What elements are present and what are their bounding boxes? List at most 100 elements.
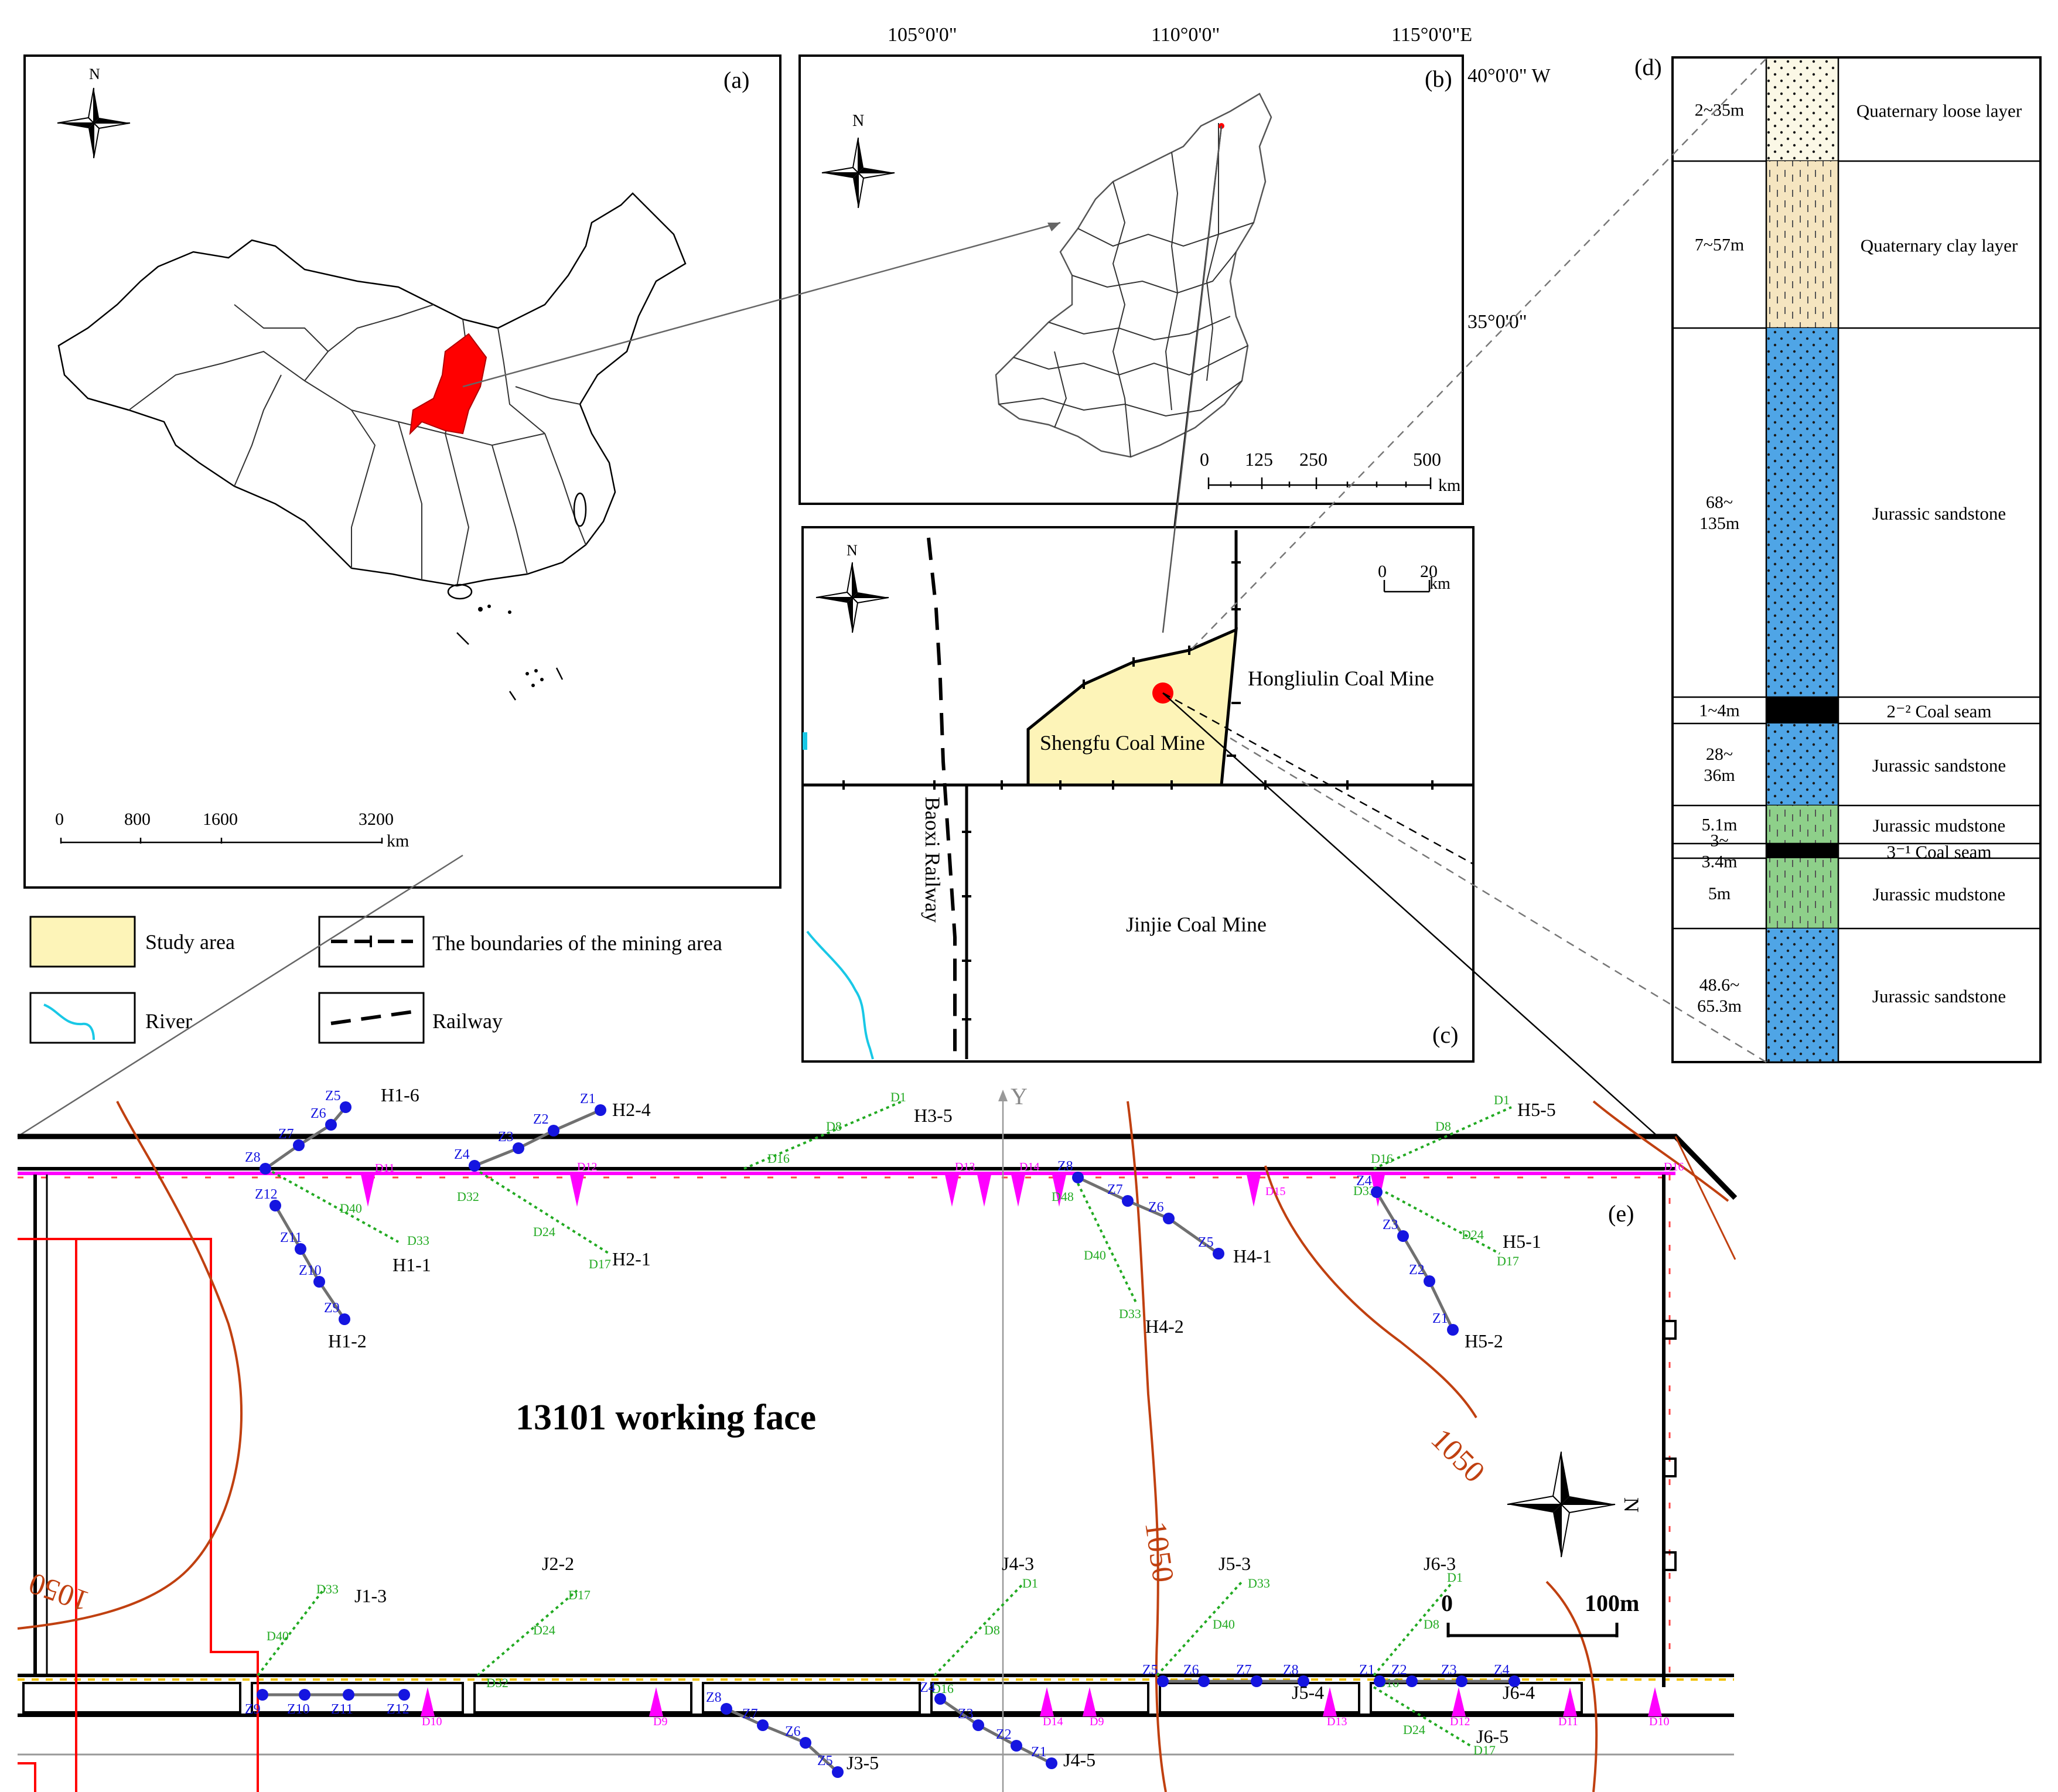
scale-bar-c: 0 20 km: [1378, 562, 1451, 593]
borehole-label: J4-5: [1063, 1749, 1095, 1770]
stratum-fill: [1766, 697, 1838, 723]
magenta-label: D9: [1090, 1715, 1104, 1728]
panel-b-label: (b): [1425, 66, 1452, 92]
stratum-thickness: 48.6~65.3m: [1697, 975, 1742, 1016]
green-label: D48: [1052, 1189, 1074, 1204]
stratum-thickness: 7~57m: [1695, 235, 1745, 255]
magenta-marker: [1247, 1175, 1261, 1207]
lat-label: 40°0'0" W: [1467, 65, 1551, 87]
connector-line: [1162, 125, 1223, 633]
stratum-thickness: 1~4m: [1699, 701, 1740, 721]
panel-c-label: (c): [1432, 1022, 1458, 1048]
borehole-dot: [1046, 1757, 1057, 1769]
scale-tick: 0: [55, 810, 64, 829]
borehole-dot-label: Z8: [1057, 1159, 1073, 1174]
green-fan-line: [1156, 1581, 1243, 1677]
borehole-label: J4-3: [1002, 1553, 1034, 1574]
borehole-label: H2-4: [612, 1099, 651, 1120]
magenta-marker: [361, 1175, 375, 1207]
magenta-marker: [1648, 1687, 1662, 1716]
borehole-dot: [293, 1139, 305, 1151]
borehole-dot: [469, 1160, 480, 1172]
compass-rose-icon: N: [815, 542, 889, 633]
magenta-label: D15: [1265, 1185, 1285, 1198]
green-label: D32: [486, 1675, 508, 1690]
magenta-label: D10: [422, 1715, 442, 1728]
borehole-dot-label: Z9: [245, 1702, 261, 1717]
borehole-dot-label: Z5: [817, 1753, 833, 1769]
borehole-label: H4-1: [1233, 1245, 1272, 1267]
scale-tick: 3200: [359, 810, 394, 829]
green-label: D8: [984, 1623, 1000, 1637]
borehole-dot: [339, 1313, 350, 1325]
scale-tick: 100m: [1585, 1590, 1639, 1616]
magenta-label: D14: [1019, 1160, 1039, 1173]
borehole-dot-label: Z1: [1031, 1745, 1047, 1760]
hongliulin-label: Hongliulin Coal Mine: [1248, 667, 1434, 690]
connector-line: [462, 221, 1061, 388]
borehole-dot: [1371, 1186, 1383, 1198]
borehole-label: J6-3: [1424, 1553, 1456, 1574]
green-fan-line: [257, 1586, 326, 1677]
arrowhead: [1047, 223, 1060, 231]
borehole-dot-label: Z3: [498, 1129, 514, 1145]
green-label: D17: [568, 1588, 591, 1602]
borehole-dot: [1011, 1740, 1022, 1752]
lon-label: 110°0'0": [1151, 24, 1220, 46]
north-label: N: [1620, 1497, 1643, 1513]
borehole-dot-label: Z11: [280, 1230, 302, 1245]
green-label: D8: [1435, 1119, 1451, 1134]
stratum-thickness: 2~35m: [1695, 101, 1745, 120]
borehole-line: [264, 1106, 347, 1170]
borehole-dot-label: Z4: [1356, 1173, 1372, 1189]
shaanxi-highlight: [409, 333, 487, 435]
scale-bar-a: 0 800 1600 3200 km: [55, 810, 409, 851]
green-fan-line: [1385, 1191, 1500, 1255]
scale-tick: 1600: [203, 810, 238, 829]
borehole-dot: [398, 1689, 410, 1701]
green-label: D8: [1424, 1617, 1439, 1631]
borehole-chains: Z5Z6Z7Z8H1-6Z12Z11Z10Z9H1-2H1-1Z1Z2Z3Z4H…: [245, 1084, 1556, 1778]
magenta-marker: [1040, 1687, 1054, 1716]
green-label: D40: [267, 1629, 289, 1643]
stratum-thickness: 5.1m: [1702, 815, 1738, 835]
magenta-marker: [1083, 1687, 1097, 1716]
borehole-dot: [269, 1200, 281, 1211]
magenta-label: D9: [653, 1715, 667, 1728]
stratum-pattern: [1766, 161, 1838, 328]
borehole-label: J5-4: [1292, 1682, 1324, 1703]
magenta-marker: [1323, 1687, 1337, 1716]
green-label: D1: [1447, 1570, 1463, 1585]
panel-a-label: (a): [723, 67, 749, 93]
magenta-marker: [1052, 1175, 1066, 1207]
scale-tick: 125: [1245, 449, 1273, 470]
stratum-name: Jurassic mudstone: [1873, 815, 2005, 836]
scale-bar-b: 0 125 250 500 km: [1200, 449, 1460, 495]
borehole-dot: [513, 1142, 524, 1154]
borehole-dot-label: Z4: [1494, 1663, 1510, 1678]
green-label: D8: [826, 1119, 842, 1134]
borehole-label: H3-5: [914, 1105, 953, 1126]
borehole-dot-label: Z2: [1391, 1663, 1407, 1678]
stratum-thickness: 68~135m: [1699, 493, 1739, 533]
scale-tick: 20: [1420, 562, 1438, 581]
scale-tick: 800: [124, 810, 151, 829]
borehole-dot-label: Z2: [996, 1727, 1012, 1742]
borehole-label: H1-1: [393, 1254, 431, 1275]
stratum-pattern: [1766, 929, 1838, 1062]
stratum-name: Quaternary loose layer: [1856, 101, 2022, 121]
magenta-label: D16: [1664, 1160, 1684, 1173]
county-lines: [998, 123, 1254, 458]
borehole-label: J1-3: [354, 1585, 387, 1606]
scale-bar-e: 0 100m: [1441, 1590, 1639, 1637]
borehole-dot-label: Z2: [533, 1112, 549, 1127]
y-axis-label: Y: [1011, 1083, 1028, 1110]
green-label: D1: [1494, 1093, 1510, 1107]
stratum-name: Quaternary clay layer: [1861, 235, 2018, 256]
railway-label: Baoxi Railway: [921, 797, 944, 923]
borehole-dot: [1072, 1172, 1084, 1183]
magenta-markers-top: [361, 1175, 1385, 1207]
borehole-dot: [1163, 1213, 1175, 1224]
borehole-dot-label: Z3: [958, 1706, 974, 1722]
borehole-dot: [343, 1689, 354, 1701]
